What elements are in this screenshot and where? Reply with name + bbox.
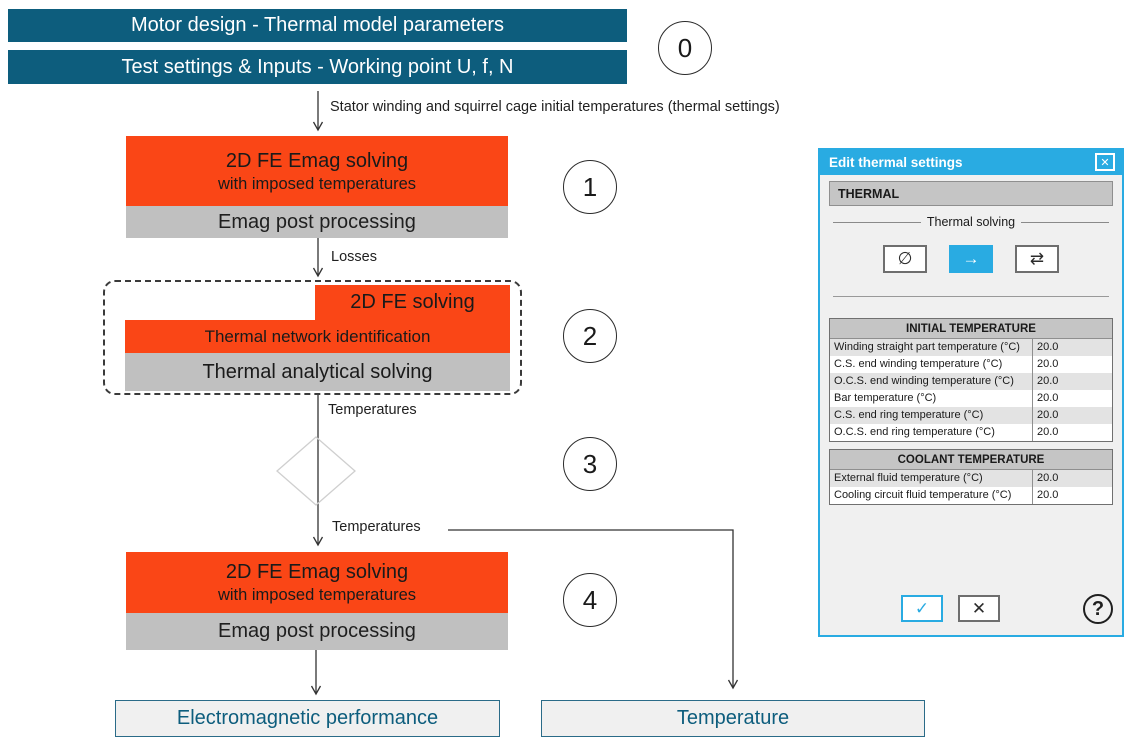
thermal-network-box: Thermal network identification [125, 320, 510, 353]
output-box-temperature: Temperature [541, 700, 925, 737]
fe-solving-box: 2D FE solving [315, 285, 510, 320]
one-way-thermal-solving-button[interactable]: → [949, 245, 993, 273]
dialog-title: Edit thermal settings [829, 154, 963, 170]
arrow-right-icon: → [962, 249, 980, 268]
decision-diamond [276, 436, 356, 506]
step-number: 4 [582, 584, 598, 615]
row-value-input[interactable]: 20.0 [1032, 424, 1112, 441]
header-bar-test-settings: Test settings & Inputs - Working point U… [8, 50, 627, 84]
header-bar-label: Test settings & Inputs - Working point U… [121, 55, 514, 78]
table-title: COOLANT TEMPERATURE [830, 450, 1112, 470]
row-value-input[interactable]: 20.0 [1032, 339, 1112, 356]
table-row: C.S. end ring temperature (°C) 20.0 [830, 407, 1112, 424]
emag-solving-box: 2D FE Emag solving with imposed temperat… [126, 136, 508, 206]
row-label: Winding straight part temperature (°C) [834, 341, 1020, 353]
x-icon: ✕ [971, 598, 987, 618]
empty-set-icon: ∅ [897, 249, 913, 268]
arrowhead [312, 267, 324, 278]
initial-temperature-table: INITIAL TEMPERATURE Winding straight par… [829, 318, 1113, 442]
header-bar-motor-design: Motor design - Thermal model parameters [8, 9, 627, 42]
step-badge-4: 4 [563, 573, 617, 627]
close-icon: ✕ [1100, 156, 1110, 169]
table-row: O.C.S. end ring temperature (°C) 20.0 [830, 424, 1112, 441]
thermal-solving-group-label: Thermal solving [833, 215, 1110, 229]
row-label: O.C.S. end winding temperature (°C) [834, 375, 1014, 387]
block-subtitle: with imposed temperatures [217, 174, 417, 193]
row-label: Cooling circuit fluid temperature (°C) [834, 489, 1012, 501]
step-number: 0 [677, 32, 693, 63]
thermal-section-header: THERMAL [829, 181, 1113, 206]
step-number: 2 [582, 320, 598, 351]
row-value-input[interactable]: 20.0 [1032, 390, 1112, 407]
edit-thermal-settings-dialog: Edit thermal settings ✕ THERMAL Thermal … [818, 148, 1124, 637]
close-button[interactable]: ✕ [1095, 153, 1115, 171]
arrowhead [310, 685, 322, 696]
row-value-input[interactable]: 20.0 [1032, 407, 1112, 424]
check-icon: ✓ [914, 598, 930, 618]
output-label: Temperature [676, 707, 790, 729]
row-label: C.S. end winding temperature (°C) [834, 358, 1003, 370]
emag-solving-block-step4: 2D FE Emag solving with imposed temperat… [126, 552, 508, 650]
emag-post-processing-box: Emag post processing [126, 206, 508, 238]
table-row: Winding straight part temperature (°C) 2… [830, 339, 1112, 356]
iterative-thermal-solving-button[interactable]: ⇄ [1015, 245, 1059, 273]
group-label-text: Thermal solving [926, 215, 1016, 229]
coolant-temperature-table: COOLANT TEMPERATURE External fluid tempe… [829, 449, 1113, 505]
divider [833, 296, 1109, 297]
table-row: O.C.S. end winding temperature (°C) 20.0 [830, 373, 1112, 390]
header-bar-label: Motor design - Thermal model parameters [130, 14, 505, 36]
arrows-swap-icon: ⇄ [1029, 249, 1045, 268]
question-icon: ? [1091, 597, 1105, 620]
row-label: O.C.S. end ring temperature (°C) [834, 426, 995, 438]
step-badge-0: 0 [658, 21, 712, 75]
block-title: 2D FE Emag solving [225, 561, 409, 583]
output-label: Electromagnetic performance [176, 707, 439, 729]
output-box-electromagnetic-performance: Electromagnetic performance [115, 700, 500, 737]
label-temperatures-output: Temperatures [332, 519, 421, 535]
thermal-solving-group-step2: 2D FE solving Thermal network identifica… [103, 280, 522, 395]
label-temperatures: Temperatures [328, 402, 417, 418]
divider [1021, 221, 1110, 223]
emag-solving-box: 2D FE Emag solving with imposed temperat… [126, 552, 508, 613]
row-label: Bar temperature (°C) [834, 392, 937, 404]
table-row: Cooling circuit fluid temperature (°C) 2… [830, 487, 1112, 504]
step-badge-2: 2 [563, 309, 617, 363]
table-row: External fluid temperature (°C) 20.0 [830, 470, 1112, 487]
table-title: INITIAL TEMPERATURE [830, 319, 1112, 339]
thermal-analytical-box: Thermal analytical solving [125, 353, 510, 391]
block-subtitle: with imposed temperatures [217, 586, 417, 604]
arrowhead [727, 679, 739, 690]
step-number: 1 [582, 171, 598, 202]
row-value-input[interactable]: 20.0 [1032, 487, 1112, 504]
divider [833, 221, 921, 223]
ok-button[interactable]: ✓ [901, 595, 943, 622]
row-value-input[interactable]: 20.0 [1032, 470, 1112, 487]
table-row: Bar temperature (°C) 20.0 [830, 390, 1112, 407]
row-label: External fluid temperature (°C) [834, 472, 983, 484]
no-thermal-solving-button[interactable]: ∅ [883, 245, 927, 273]
label-losses: Losses [331, 249, 377, 265]
emag-solving-block-step1: 2D FE Emag solving with imposed temperat… [126, 136, 508, 238]
row-value-input[interactable]: 20.0 [1032, 356, 1112, 373]
arrowhead [312, 121, 324, 132]
emag-post-processing-box: Emag post processing [126, 613, 508, 650]
step-number: 3 [582, 448, 598, 479]
cancel-button[interactable]: ✕ [958, 595, 1000, 622]
step-badge-3: 3 [563, 437, 617, 491]
label-initial-temperatures: Stator winding and squirrel cage initial… [330, 99, 780, 115]
help-button[interactable]: ? [1083, 594, 1113, 624]
table-row: C.S. end winding temperature (°C) 20.0 [830, 356, 1112, 373]
thermal-solving-buttons: ∅ → ⇄ [820, 245, 1122, 273]
row-label: C.S. end ring temperature (°C) [834, 409, 984, 421]
row-value-input[interactable]: 20.0 [1032, 373, 1112, 390]
dialog-title-bar[interactable]: Edit thermal settings ✕ [819, 149, 1123, 175]
step-badge-1: 1 [563, 160, 617, 214]
block-title: 2D FE Emag solving [225, 149, 409, 172]
arrowhead [312, 536, 324, 547]
